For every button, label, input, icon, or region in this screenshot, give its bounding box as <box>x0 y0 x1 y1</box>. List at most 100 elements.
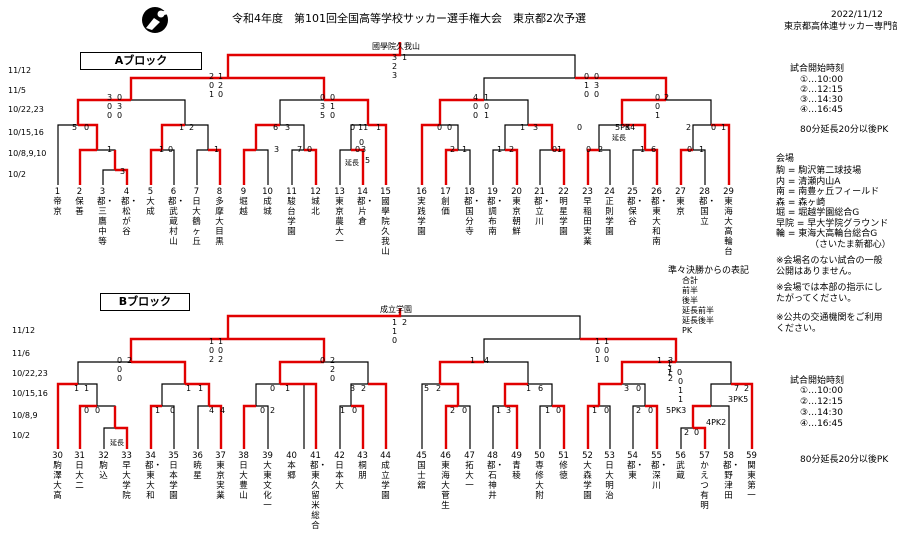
team-name: 4都・松が谷 <box>121 187 139 237</box>
score: 4 <box>209 406 215 415</box>
score: 1 <box>392 318 398 327</box>
score: 1 <box>595 355 601 364</box>
team-name: 15國學院久我山 <box>380 187 391 257</box>
score: 1 <box>462 145 468 154</box>
score: 0 <box>117 365 123 374</box>
winner-line-a <box>76 98 131 125</box>
score: 1 <box>520 123 526 132</box>
score: 1 <box>107 145 113 154</box>
team-name: 31日大二 <box>74 451 85 491</box>
venue-item: 内 = 清瀬内山A <box>776 176 841 187</box>
score: 5PK4 <box>615 123 636 132</box>
round-date-a: 10/15,16 <box>8 128 44 137</box>
team-name: 28都・国立 <box>699 187 717 227</box>
winner-line-a <box>552 148 566 185</box>
winner-line-b <box>56 382 78 449</box>
score: 1 <box>285 384 291 393</box>
score: 0 <box>209 346 215 355</box>
score: 2 <box>636 406 642 415</box>
score: 5 <box>424 384 430 393</box>
overtime-note: 延長 <box>345 159 359 167</box>
bracket-line-a <box>291 149 317 185</box>
overtime-note-b: 80分延長20分以後PK <box>800 455 889 465</box>
score: 0 <box>473 102 479 111</box>
winner-line-a <box>160 123 185 150</box>
score: 2 <box>664 93 670 102</box>
team-name: 41都・東久留米総合 <box>310 451 328 531</box>
score: 2 <box>450 406 456 415</box>
venue-item: （さいたま新都心） <box>810 239 891 250</box>
score: 0 <box>107 111 113 120</box>
winner-line-a <box>645 148 659 185</box>
score: 1 <box>186 384 192 393</box>
score: 0 <box>117 374 123 383</box>
score: 5 <box>365 156 371 165</box>
team-name: 14都・片倉 <box>357 187 375 227</box>
score: 0 <box>117 356 123 365</box>
winner-line-a <box>115 168 129 185</box>
score: 4 <box>220 406 226 415</box>
winner-line-b <box>78 404 97 449</box>
score: 1 <box>721 123 727 132</box>
start-time: ①…10:00 <box>800 386 844 396</box>
team-name: 16実践学園 <box>416 187 427 237</box>
team-name: 6都・武蔵村山 <box>168 187 186 247</box>
venue-item: 輪 = 東海大高輪台総合G <box>776 229 878 239</box>
score: 1 <box>526 384 532 393</box>
score: 2 <box>209 72 215 81</box>
score: 2 <box>361 384 367 393</box>
winner-line-a <box>78 148 97 185</box>
winner-line-a <box>368 123 388 185</box>
team-name: 53日大明治 <box>604 451 615 501</box>
winner-line-a <box>226 42 402 78</box>
bracket-line-a <box>680 149 706 185</box>
winner-line-b <box>228 337 326 362</box>
bracket-line-a <box>196 149 221 185</box>
winner-line-b <box>226 308 402 339</box>
score: 2 <box>270 406 276 415</box>
winner-line-a <box>228 76 326 100</box>
score: 1 <box>667 359 673 368</box>
score: 0 <box>595 346 601 355</box>
score: 1 <box>557 145 563 154</box>
round-date-a: 11/12 <box>8 66 32 75</box>
score: 0 <box>711 123 717 132</box>
score: 0 <box>584 72 590 81</box>
score: 1 <box>155 406 161 415</box>
winner-line-b <box>597 382 622 406</box>
team-name: 23早稲田実業 <box>582 187 593 247</box>
score: 3 <box>350 384 356 393</box>
score: 2 <box>668 374 674 383</box>
score: 1 <box>604 337 610 346</box>
score: 1 <box>74 384 80 393</box>
winner-line-a <box>711 123 731 185</box>
score: 1 <box>209 90 215 99</box>
winner-line-b <box>645 404 659 449</box>
team-name: 47拓大一 <box>464 451 475 491</box>
venue-item: 南 = 南豊ヶ丘フィールド <box>776 187 880 197</box>
round-date-b: 11/12 <box>12 326 36 335</box>
round-date-b: 10/22,23 <box>12 369 48 378</box>
score: 1 <box>592 406 598 415</box>
score: 1 <box>699 145 705 154</box>
winner-line-a <box>444 148 458 185</box>
score: 3 <box>625 123 631 132</box>
score: 0 <box>462 406 468 415</box>
winner-line-a <box>149 148 162 185</box>
team-name: 59関東第一 <box>746 451 757 501</box>
score: 2 <box>509 145 515 154</box>
team-name: 12城北 <box>310 187 321 217</box>
bracket-line-b <box>483 338 677 362</box>
team-name: 25都・保谷 <box>627 187 645 227</box>
score: 1 <box>584 81 590 90</box>
score: 2 <box>127 356 133 365</box>
score: 0 <box>655 102 661 111</box>
bracket-line-a <box>539 149 565 185</box>
winner-line-a <box>575 76 668 100</box>
score: 0 <box>218 346 224 355</box>
score: 3 <box>392 53 398 62</box>
score: 3PK5 <box>728 395 749 404</box>
score: 0 <box>577 123 583 132</box>
team-name: 2保善 <box>75 187 84 217</box>
score: 0 <box>350 123 356 132</box>
